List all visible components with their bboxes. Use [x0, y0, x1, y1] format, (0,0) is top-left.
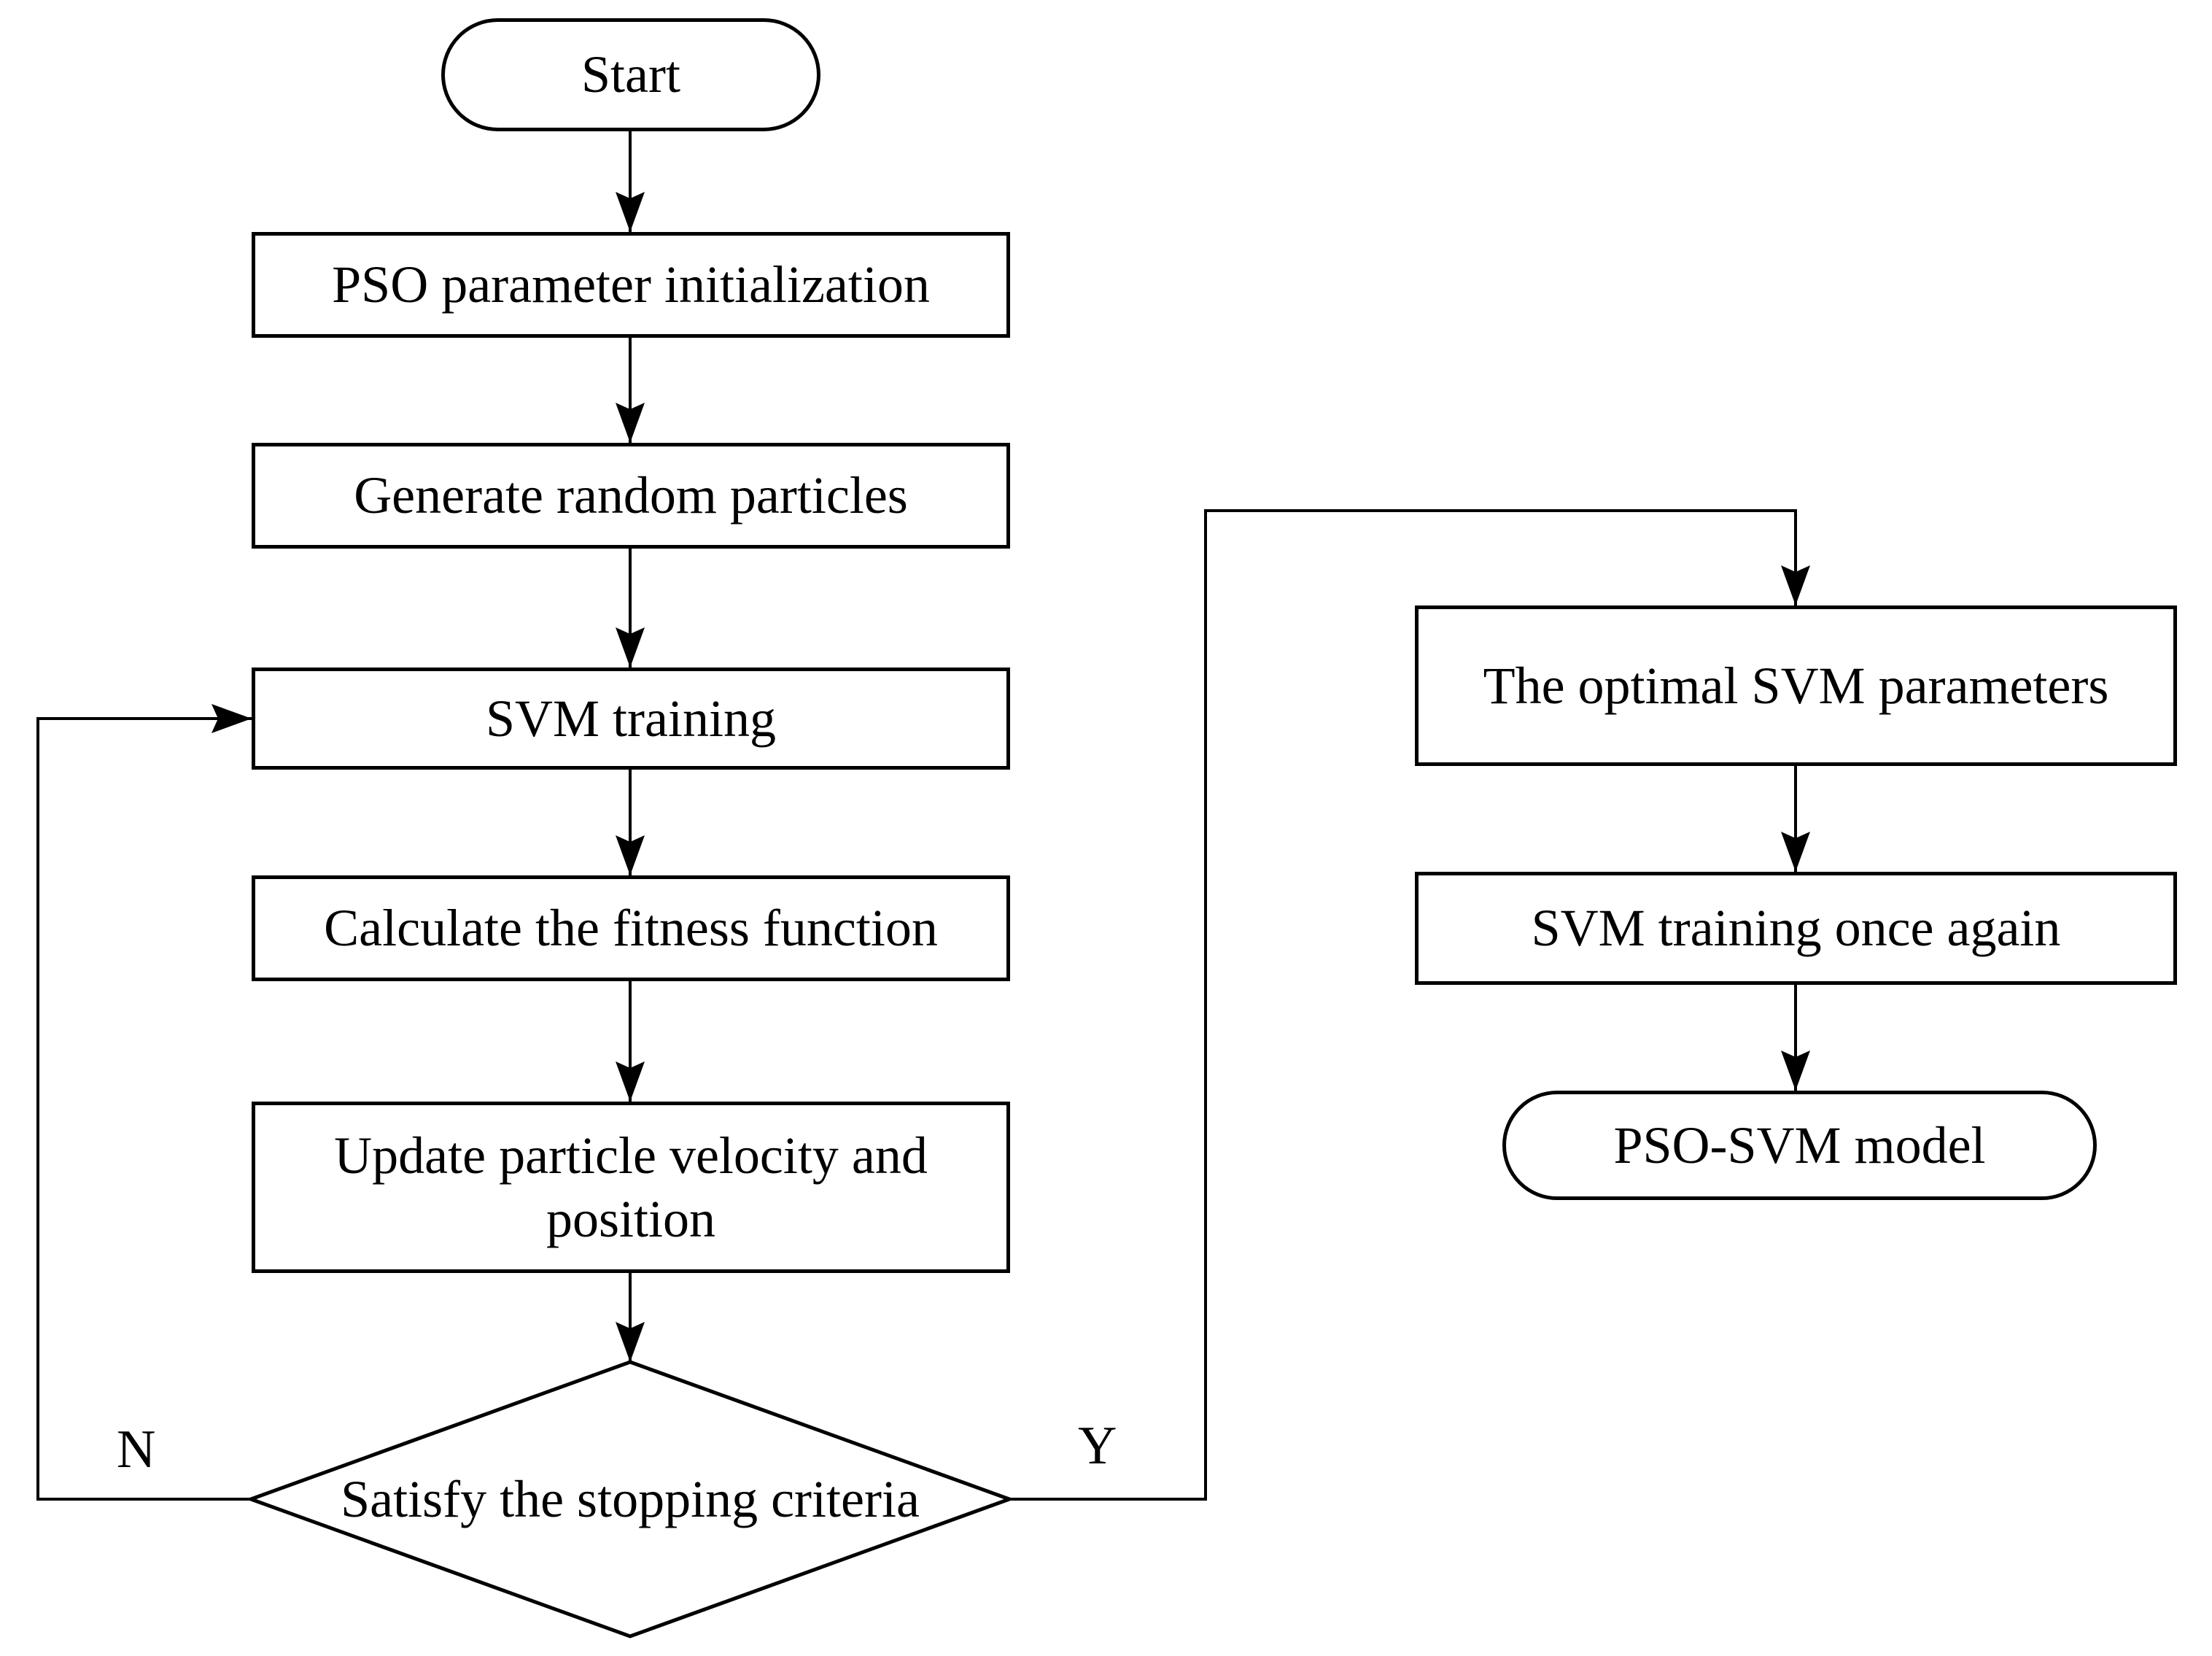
- node-start: Start: [441, 18, 820, 131]
- node-satisfy-stopping-criteria: Satisfy the stopping criteria: [341, 1469, 920, 1528]
- node-update-particle-velocity-position: Update particle velocity and position: [252, 1102, 1010, 1273]
- node-pso-svm-model: PSO-SVM model: [1502, 1091, 2097, 1200]
- node-pso-parameter-initialization: PSO parameter initialization: [252, 232, 1010, 338]
- node-generate-random-particles: Generate random particles: [252, 443, 1010, 549]
- decision-diamond-shape: [245, 1360, 1015, 1638]
- branch-yes-connector: [1009, 509, 1810, 1501]
- node-optimal-svm-parameters: The optimal SVM parameters: [1415, 605, 2177, 766]
- node-calculate-fitness-function: Calculate the fitness function: [252, 875, 1010, 981]
- node-svm-training-once-again: SVM training once again: [1415, 872, 2177, 985]
- loop-no-connector: [36, 704, 252, 1501]
- branch-label-no: N: [117, 1420, 156, 1479]
- node-svm-training: SVM training: [252, 668, 1010, 770]
- branch-label-yes: Y: [1078, 1416, 1117, 1476]
